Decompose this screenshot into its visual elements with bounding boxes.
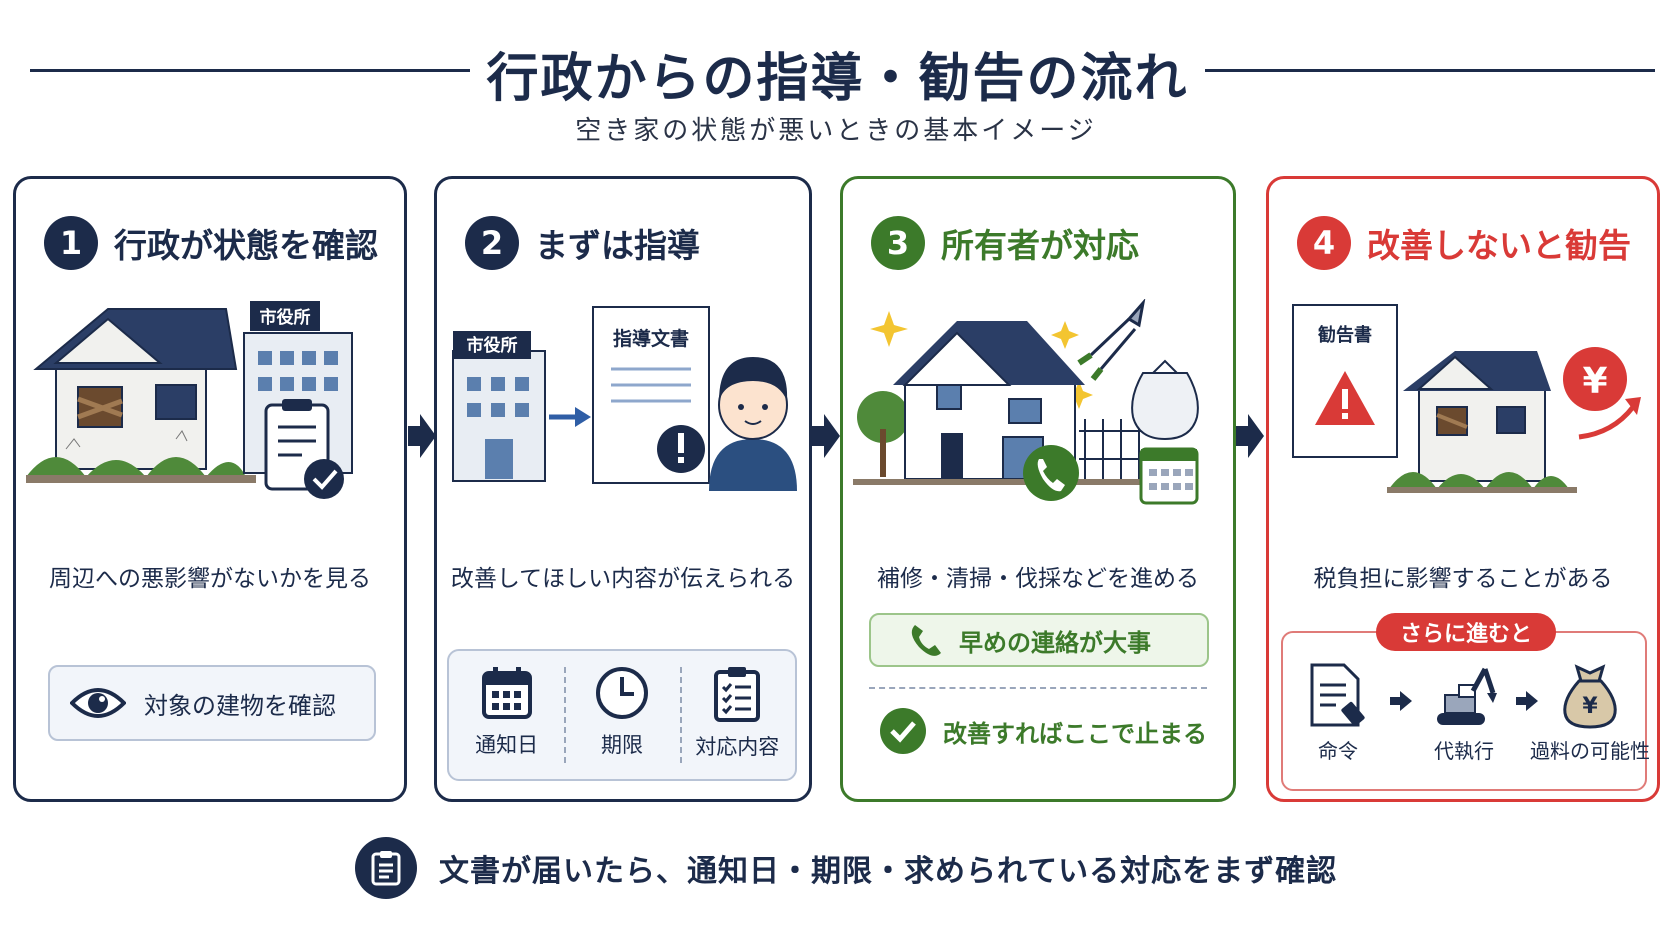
step-card-1: 1 行政が状態を確認 市役所	[13, 176, 407, 802]
further-step-fine-label: 過料の可能性	[1530, 739, 1650, 763]
further-step-order: 命令	[1288, 663, 1388, 764]
info-required-action: 対応内容	[679, 651, 795, 779]
step-3-number: 3	[871, 216, 925, 270]
order-document-icon	[1310, 663, 1365, 727]
recommendation-document-icon: 勧告書	[1292, 304, 1398, 458]
step-3-description: 補修・清掃・伐採などを進める	[877, 566, 1199, 592]
flow-arrow-1-icon	[408, 414, 436, 458]
info-deadline-label: 期限	[600, 733, 643, 757]
step-card-2: 2 まずは指導 市役所 指導文書	[434, 176, 812, 802]
check-building-box: 対象の建物を確認	[48, 665, 376, 741]
step-4-description: 税負担に影響することがある	[1313, 566, 1613, 592]
phone-icon	[911, 625, 941, 656]
step-4-title: 改善しないと勧告	[1367, 226, 1631, 265]
yen-symbol: ¥	[1582, 361, 1607, 402]
step-card-4: 4 改善しないと勧告 勧告書 ¥	[1266, 176, 1660, 802]
tree-icon	[857, 391, 909, 477]
clock-icon	[595, 667, 648, 719]
check-circle-icon	[880, 708, 926, 754]
calendar-icon	[481, 667, 532, 719]
further-step-execution-label: 代執行	[1434, 739, 1494, 763]
flow-arrow-3-icon	[1236, 414, 1264, 458]
further-steps-box: さらに進むと 命令	[1281, 613, 1650, 791]
pruning-shears-icon	[1077, 297, 1146, 381]
step-2-title: まずは指導	[535, 226, 700, 265]
step-3-title: 所有者が対応	[941, 226, 1139, 265]
further-step-order-label: 命令	[1318, 739, 1358, 763]
info-notice-date-label: 通知日	[475, 733, 539, 757]
footer-note: 文書が届いたら、通知日・期限・求められている対応をまず確認	[355, 836, 1337, 900]
garbage-bag-icon	[1131, 359, 1199, 441]
clipboard-check-icon	[264, 399, 344, 499]
rising-arrow-icon	[1578, 397, 1641, 440]
divider	[869, 687, 1207, 689]
step-1-header: 1 行政が状態を確認	[44, 215, 394, 271]
check-building-label: 対象の建物を確認	[144, 691, 336, 720]
header: 行政からの指導・勧告の流れ 空き家の状態が悪いときの基本イメージ	[0, 0, 1672, 150]
stop-if-improved-row: 改善すればここで止まる	[879, 707, 1207, 755]
step-3-illustration	[853, 297, 1223, 529]
sparkle-icon	[870, 311, 1093, 409]
page-subtitle: 空き家の状態が悪いときの基本イメージ	[575, 116, 1097, 146]
info-required-action-label: 対応内容	[695, 735, 780, 759]
title-rule-right	[1205, 69, 1655, 72]
info-notice-date: 通知日	[449, 651, 564, 779]
step-card-3: 3 所有者が対応	[840, 176, 1236, 802]
page-title: 行政からの指導・勧告の流れ	[486, 49, 1189, 109]
arrow-right-icon	[1516, 691, 1538, 711]
step-1-description: 周辺への悪影響がないかを見る	[49, 566, 371, 592]
excavator-icon	[1437, 667, 1497, 725]
yen-coin-icon: ¥	[1563, 347, 1627, 411]
further-tag: さらに進むと	[1376, 613, 1556, 651]
step-4-illustration: 勧告書 ¥	[1279, 299, 1647, 529]
title-rule-left	[30, 69, 470, 72]
info-deadline: 期限	[564, 651, 679, 779]
money-bag-icon: ¥	[1563, 664, 1617, 729]
guidance-document-label: 指導文書	[613, 327, 689, 350]
calendar-icon	[1139, 447, 1199, 505]
city-hall-label: 市役所	[260, 307, 311, 328]
person-icon	[709, 357, 797, 491]
early-contact-box: 早めの連絡が大事	[869, 613, 1209, 667]
arrow-right-icon	[1390, 691, 1412, 711]
further-step-fine: ¥ 過料の可能性	[1530, 663, 1650, 764]
step-1-number: 1	[44, 216, 98, 270]
step-1-illustration: 市役所	[26, 299, 394, 529]
flow-arrow-2-icon	[812, 414, 840, 458]
city-hall-icon: 市役所	[452, 331, 546, 482]
guidance-document-icon: 指導文書	[592, 306, 710, 484]
rundown-house-icon	[1387, 351, 1577, 493]
step-4-number: 4	[1297, 216, 1351, 270]
rundown-house-icon	[26, 308, 256, 483]
footer-text: 文書が届いたら、通知日・期限・求められている対応をまず確認	[439, 854, 1338, 889]
guidance-info-box: 通知日 期限 対応内容	[447, 649, 797, 781]
further-step-execution: 代執行	[1414, 663, 1514, 764]
early-contact-label: 早めの連絡が大事	[959, 628, 1151, 657]
city-hall-label: 市役所	[467, 335, 518, 356]
phone-icon	[1023, 445, 1079, 501]
eye-icon	[70, 688, 126, 718]
recommendation-document-label: 勧告書	[1317, 324, 1372, 346]
step-2-description: 改善してほしい内容が伝えられる	[450, 566, 796, 592]
checklist-icon	[714, 667, 761, 722]
document-icon	[355, 837, 417, 899]
step-3-header: 3 所有者が対応	[871, 215, 1223, 271]
step-1-title: 行政が状態を確認	[114, 226, 378, 265]
step-2-illustration: 市役所 指導文書	[447, 299, 799, 529]
stop-if-improved-label: 改善すればここで止まる	[943, 719, 1207, 748]
send-arrow-icon	[549, 407, 591, 427]
step-4-header: 4 改善しないと勧告	[1297, 215, 1647, 271]
step-2-header: 2 まずは指導	[465, 215, 799, 271]
yen-symbol: ¥	[1582, 694, 1598, 719]
step-2-number: 2	[465, 216, 519, 270]
further-steps: 命令 代執行	[1283, 663, 1650, 764]
